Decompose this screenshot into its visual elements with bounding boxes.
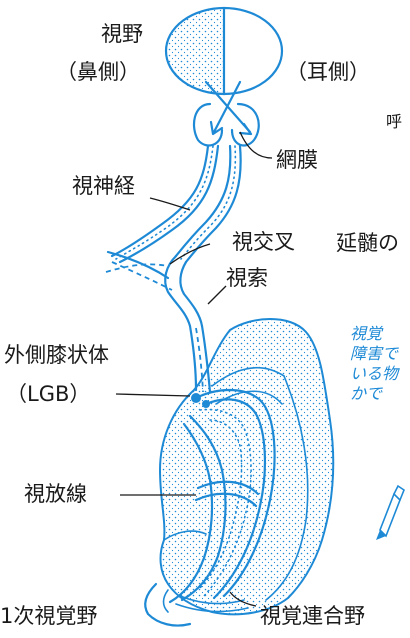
visual-field-label: 視野 [101, 24, 143, 45]
field-to-retina-arrows [206, 82, 251, 134]
lgb-label: 外側膝状体 [4, 345, 109, 366]
optic-chiasm-label: 視交叉 [232, 232, 295, 253]
optic-chiasm [106, 252, 202, 326]
edge-text-fragment: 呼 [386, 114, 402, 130]
optic-radiation-label: 視放線 [24, 484, 87, 505]
optic-nerves [112, 146, 241, 262]
primary-visual-cortex-label: 1次視覚野 [0, 606, 97, 627]
temporal-side-label: （耳側） [286, 62, 370, 83]
nasal-side-label: （鼻側） [56, 62, 140, 83]
optic-tract-label: 視索 [226, 268, 268, 289]
note-fragment-3: いる物 [350, 366, 398, 382]
medulla-label: 延髄の [336, 233, 399, 254]
visual-association-cortex-label: 視覚連合野 [260, 606, 365, 627]
lgb-abbr-label: （LGB） [6, 384, 90, 405]
optic-nerve-label: 視神経 [72, 176, 135, 197]
note-fragment-2: 障害で [350, 346, 398, 362]
pencil-icon [376, 486, 404, 540]
hemisphere [160, 319, 333, 614]
retina-label: 網膜 [276, 150, 318, 171]
note-fragment-1: 視覚 [350, 326, 382, 342]
note-fragment-4: かで [350, 386, 382, 402]
visual-field-oval [166, 8, 282, 94]
